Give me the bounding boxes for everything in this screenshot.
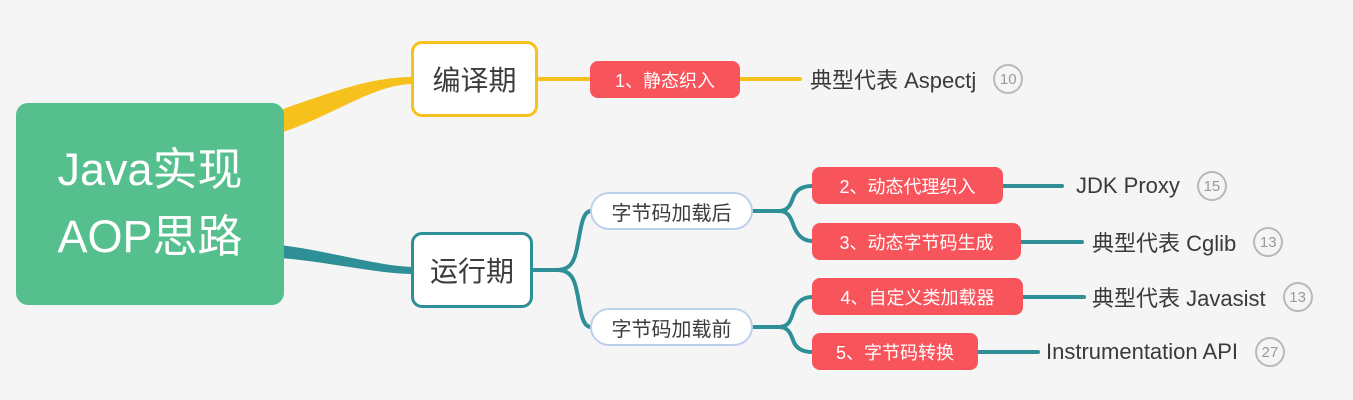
node-runtime-period[interactable]: 运行期	[411, 232, 533, 308]
brace-runtime-to-beforeload	[555, 268, 593, 329]
leaf-cglib-text[interactable]: 典型代表 Cglib	[1092, 231, 1237, 256]
node-compile-period[interactable]: 编译期	[411, 41, 538, 117]
root-title-line2: AOP思路	[57, 211, 243, 262]
brace-afterload-to-bytecodegen	[777, 209, 814, 243]
brace-afterload-to-proxy	[751, 184, 814, 213]
leaf-aspectj-text[interactable]: 典型代表 Aspectj	[810, 68, 977, 93]
leaf-cglib: 典型代表 Cglib 13	[1092, 226, 1284, 258]
node-dynamic-proxy-weaving[interactable]: 2、动态代理织入	[812, 167, 1003, 204]
brace-beforeload-to-transform	[777, 325, 814, 354]
leaf-instrumentation-api-count-badge[interactable]: 27	[1255, 337, 1285, 367]
node-before-class-load[interactable]: 字节码加载前	[590, 308, 753, 346]
leaf-cglib-count-badge[interactable]: 13	[1253, 227, 1284, 257]
leaf-jdk-proxy: JDK Proxy 15	[1076, 170, 1227, 202]
branch-curve-runtime	[280, 245, 412, 274]
leaf-jdk-proxy-count-badge[interactable]: 15	[1196, 171, 1227, 201]
leaf-javasist-text[interactable]: 典型代表 Javasist	[1092, 286, 1266, 311]
leaf-instrumentation-api-text[interactable]: Instrumentation API	[1046, 339, 1238, 364]
node-static-weaving[interactable]: 1、静态织入	[590, 61, 740, 98]
node-dynamic-bytecode-generation[interactable]: 3、动态字节码生成	[812, 223, 1021, 260]
node-after-class-load[interactable]: 字节码加载后	[590, 192, 753, 230]
root-title-line1: Java实现	[57, 144, 243, 196]
leaf-javasist-count-badge[interactable]: 13	[1282, 282, 1313, 312]
leaf-instrumentation-api: Instrumentation API 27	[1046, 336, 1285, 368]
leaf-javasist: 典型代表 Javasist 13	[1092, 281, 1313, 313]
brace-beforeload-to-classloader	[751, 295, 814, 329]
branch-curve-compile	[280, 77, 412, 133]
root-node-java-aop[interactable]: Java实现 AOP思路	[16, 103, 284, 305]
node-custom-classloader[interactable]: 4、自定义类加载器	[812, 278, 1023, 315]
leaf-aspectj-count-badge[interactable]: 10	[993, 64, 1024, 94]
leaf-aspectj: 典型代表 Aspectj 10	[810, 63, 1024, 95]
brace-runtime-to-afterload	[531, 209, 593, 272]
node-bytecode-transform[interactable]: 5、字节码转换	[812, 333, 978, 370]
leaf-jdk-proxy-text[interactable]: JDK Proxy	[1076, 173, 1180, 198]
